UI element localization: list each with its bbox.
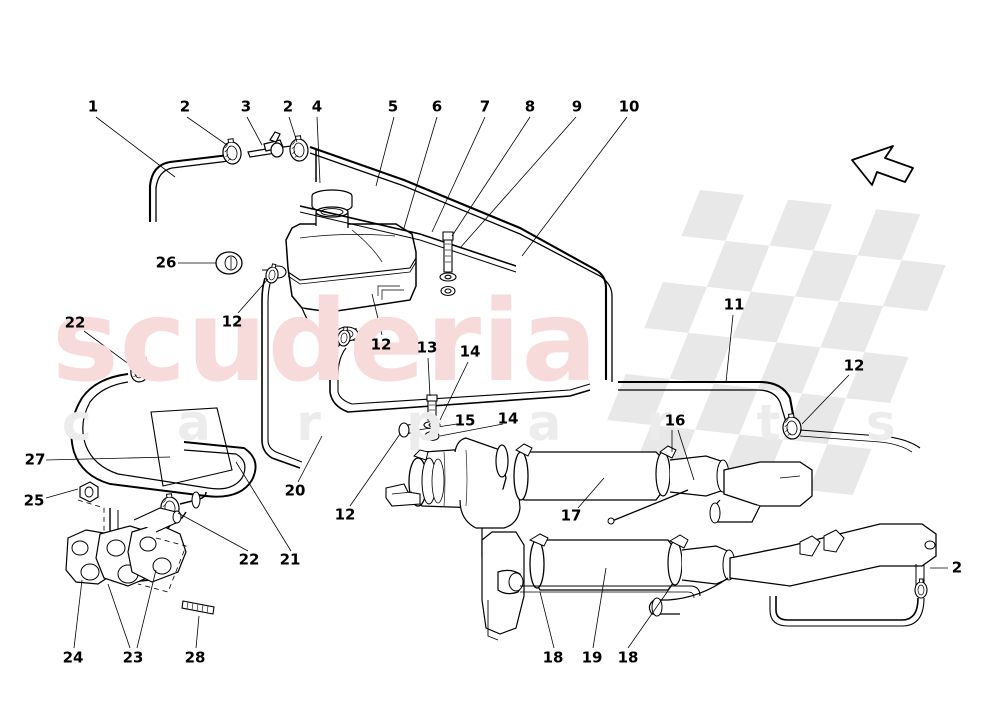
direction-arrow (851, 145, 914, 186)
left-lower-hose (70, 354, 257, 521)
callout-number: 22 (238, 550, 260, 569)
callout-number: 2 (179, 97, 191, 116)
callout-number: 14 (497, 409, 519, 428)
callout-number: 18 (542, 648, 564, 667)
callout-number: 27 (24, 450, 46, 469)
callout-number: 21 (279, 550, 301, 569)
callout-number: 4 (311, 97, 323, 116)
callout-number: 12 (843, 356, 865, 375)
thin-return-tube (520, 585, 701, 599)
upper-metal-pipe (709, 461, 813, 524)
lower-water-housing (481, 531, 525, 641)
callout-number: 20 (284, 481, 306, 500)
callout-number: 2 (951, 558, 963, 577)
callout-number: 14 (459, 342, 481, 361)
callout-number: 12 (370, 335, 392, 354)
lower-metal-pipe (648, 523, 937, 627)
callout-number: 13 (416, 338, 438, 357)
callout-number: 9 (571, 97, 583, 116)
callout-number: 26 (155, 253, 177, 272)
nut-25 (79, 481, 99, 503)
callout-number: 17 (560, 506, 582, 525)
callout-number: 28 (184, 648, 206, 667)
callout-number: 8 (524, 97, 536, 116)
lower-radiator-hose-19 (528, 533, 736, 591)
callout-number: 16 (664, 411, 686, 430)
t-fitting-3 (247, 131, 301, 158)
water-pipe-flanges (65, 499, 187, 593)
callout-number: 12 (221, 312, 243, 331)
expansion-tank (262, 189, 417, 342)
callout-number: 18 (617, 648, 639, 667)
callout-number: 23 (122, 648, 144, 667)
upper-hose-network (148, 131, 613, 382)
callout-number: 5 (387, 97, 399, 116)
bolt-stack (439, 231, 457, 297)
callout-number: 25 (23, 491, 45, 510)
callout-number: 24 (62, 648, 84, 667)
callout-number: 2 (282, 97, 294, 116)
callout-number: 12 (334, 505, 356, 524)
vertical-tubes (261, 262, 591, 469)
grommet-plug-26 (215, 251, 243, 275)
callout-number: 6 (431, 97, 443, 116)
callout-number: 22 (64, 313, 86, 332)
pipe-11 (618, 380, 921, 453)
callout-number: 15 (454, 411, 476, 430)
screw-washer-13-14 (398, 394, 441, 442)
heat-shield-27 (150, 407, 233, 487)
callout-leaders (45, 116, 948, 649)
callout-number: 10 (618, 97, 640, 116)
callout-number: 3 (240, 97, 252, 116)
callout-number: 7 (479, 97, 491, 116)
upper-radiator-hose-17 (513, 443, 730, 525)
callout-number: 19 (581, 648, 603, 667)
callout-number: 1 (87, 97, 99, 116)
callout-number: 11 (723, 295, 745, 314)
stud-28 (181, 600, 215, 615)
